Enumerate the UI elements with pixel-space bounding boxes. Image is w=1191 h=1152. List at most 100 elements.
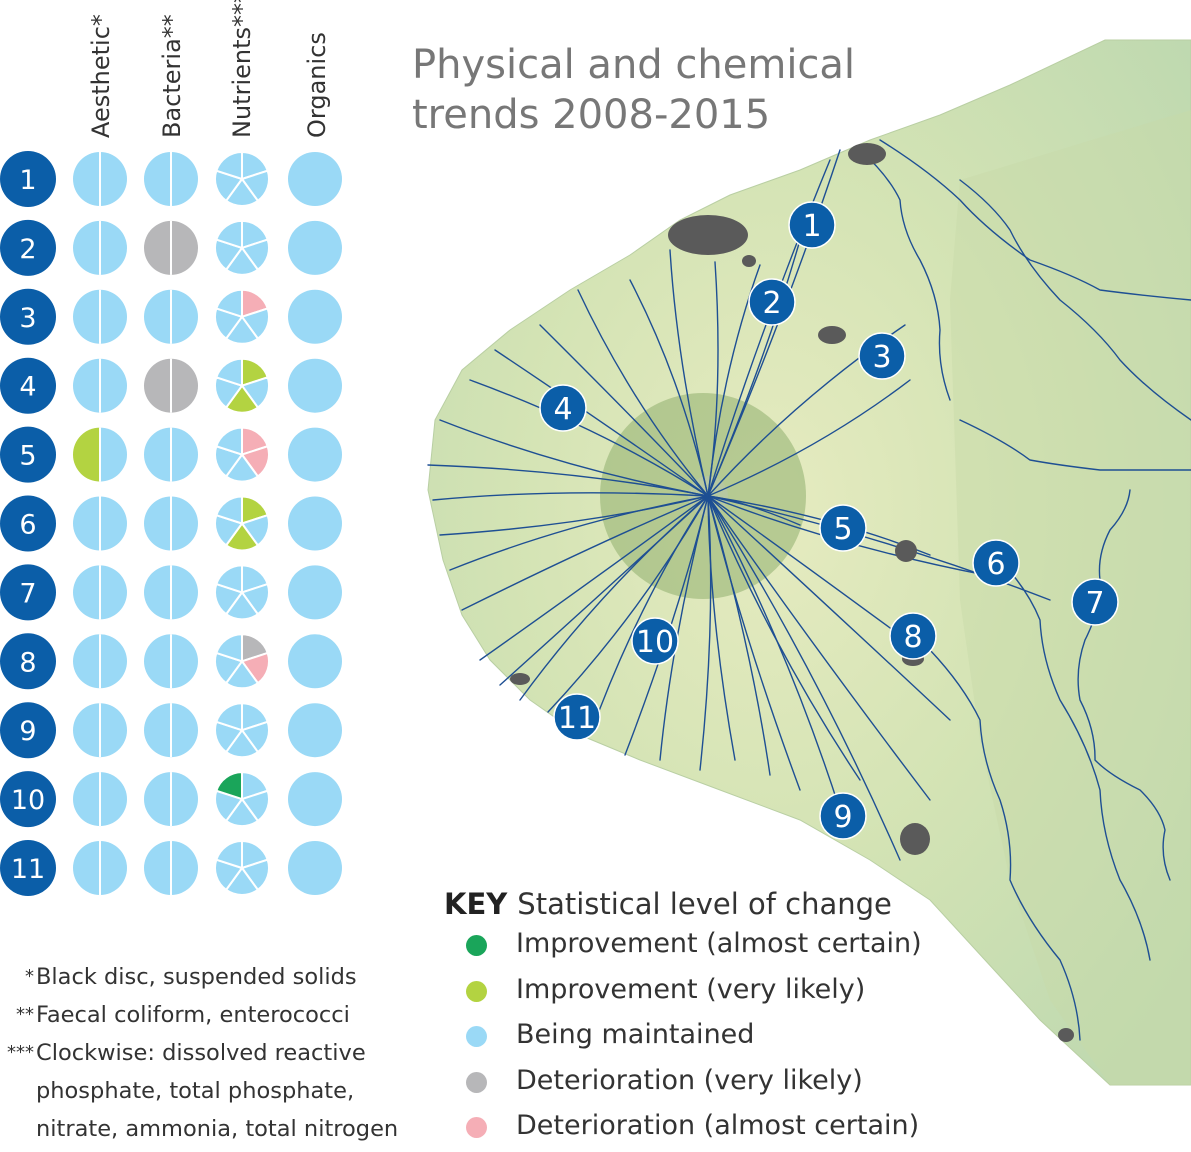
towns — [510, 143, 1074, 1042]
title-line-2: trends 2008-2015 — [412, 92, 771, 138]
key-item-label: Deterioration (very likely) — [516, 1064, 863, 1096]
page-title: Physical and chemical trends 2008-2015 — [412, 40, 872, 140]
organics-disc — [288, 289, 342, 344]
bacteria-right-half — [171, 703, 198, 758]
bacteria-left-half — [144, 841, 171, 895]
river — [707, 495, 901, 861]
map-marker-site-10: 10 — [631, 617, 679, 665]
river — [707, 495, 951, 721]
map-marker-label: 11 — [558, 701, 596, 736]
key-swatch — [466, 1026, 487, 1047]
key-item-label: Improvement (very likely) — [516, 973, 866, 1005]
river — [432, 492, 709, 501]
aesthetic-left-half — [73, 427, 100, 482]
nutrients-wedge-5 — [215, 426, 243, 456]
site-badge — [0, 564, 56, 621]
map-marker-circle — [788, 201, 836, 249]
matrix-row-site-7: 7 — [0, 564, 342, 621]
matrix-row-site-3: 3 — [0, 288, 342, 345]
bacteria-right-half — [171, 841, 198, 895]
aesthetic-left-half — [73, 772, 100, 827]
bacteria-left-half — [144, 772, 171, 827]
column-header-nutrients: Nutrients*** — [228, 0, 256, 138]
map-marker-site-7: 7 — [1071, 578, 1119, 626]
map-marker-label: 5 — [833, 512, 852, 547]
footnote-bacteria: ** Faecal coliform, enterococci — [0, 996, 425, 1034]
aesthetic-left-half — [73, 565, 100, 620]
map-marker-site-5: 5 — [819, 504, 867, 552]
map-marker-site-9: 9 — [819, 792, 867, 840]
bacteria-right-half — [171, 565, 198, 620]
river — [699, 495, 712, 771]
key-item-deterioration-very-likely: Deterioration (very likely) — [444, 1061, 964, 1107]
map-marker-site-8: 8 — [889, 612, 937, 660]
nutrients-wedge-5 — [215, 633, 243, 663]
town — [848, 143, 886, 165]
map-marker-label: 3 — [872, 340, 891, 375]
map-marker-label: 9 — [833, 800, 852, 835]
site-badge-label: 7 — [19, 578, 36, 609]
site-badge-label: 2 — [19, 234, 36, 265]
aesthetic-right-half — [100, 152, 127, 206]
river — [669, 249, 709, 497]
map-marker-circle — [631, 617, 679, 665]
site-badge-label: 6 — [19, 510, 36, 541]
organics-disc — [288, 220, 342, 275]
organics-disc — [288, 703, 342, 758]
key-title: Statistical level of change — [517, 887, 892, 921]
map-marker-circle — [539, 384, 587, 432]
matrix-row-site-9: 9 — [0, 702, 342, 759]
river — [1077, 489, 1171, 881]
matrix-row-site-5: 5 — [0, 426, 342, 483]
site-badge — [0, 288, 56, 345]
aesthetic-right-half — [100, 358, 128, 413]
key-item-deterioration-almost-certain: Deterioration (almost certain) — [444, 1106, 964, 1152]
river — [959, 419, 1191, 471]
bacteria-right-half — [171, 152, 198, 206]
map-marker-label: 7 — [1085, 586, 1104, 621]
land-area — [427, 39, 1191, 1086]
bacteria-left-half — [144, 289, 171, 344]
site-badge — [0, 426, 56, 483]
map-marker-label: 8 — [903, 620, 922, 655]
footnote-text: Faecal coliform, enterococci — [36, 1002, 350, 1028]
town — [742, 255, 756, 267]
nutrients-wedge-5 — [215, 702, 243, 732]
map-key: KEY Statistical level of change Improveme… — [444, 884, 964, 1152]
bacteria-left-half — [144, 220, 171, 275]
town — [895, 540, 917, 562]
matrix-row-site-6: 6 — [0, 495, 342, 552]
river — [707, 495, 921, 651]
map-marker-site-3: 3 — [858, 332, 906, 380]
map-marker-label: 6 — [986, 547, 1005, 582]
river — [479, 495, 709, 661]
site-badge — [0, 219, 56, 276]
organics-disc — [288, 358, 342, 413]
bacteria-right-half — [171, 358, 198, 413]
river — [707, 495, 771, 776]
river — [577, 289, 709, 497]
river — [547, 495, 709, 713]
river — [439, 419, 709, 497]
matrix-row-site-1: 1 — [0, 151, 342, 207]
map-marker-site-4: 4 — [539, 384, 587, 432]
key-word: KEY — [444, 887, 508, 921]
aesthetic-left-half — [73, 289, 100, 344]
river — [707, 495, 1051, 601]
nutrients-wedge-5 — [215, 564, 243, 594]
map-marker-label: 4 — [553, 392, 572, 427]
column-header-aesthetic: Aesthetic* — [87, 14, 115, 138]
town — [668, 215, 748, 255]
aesthetic-right-half — [100, 427, 128, 482]
map-marker-label: 10 — [636, 625, 674, 660]
town — [510, 673, 530, 685]
map-marker-circle — [819, 504, 867, 552]
site-badge-label: 1 — [19, 165, 36, 196]
key-item-label: Deterioration (almost certain) — [516, 1110, 920, 1141]
river — [499, 495, 709, 686]
river — [449, 495, 709, 571]
matrix-row-site-10: 10 — [0, 771, 342, 828]
river — [624, 495, 709, 756]
key-item-improvement-almost-certain: Improvement (almost certain) — [444, 924, 964, 970]
